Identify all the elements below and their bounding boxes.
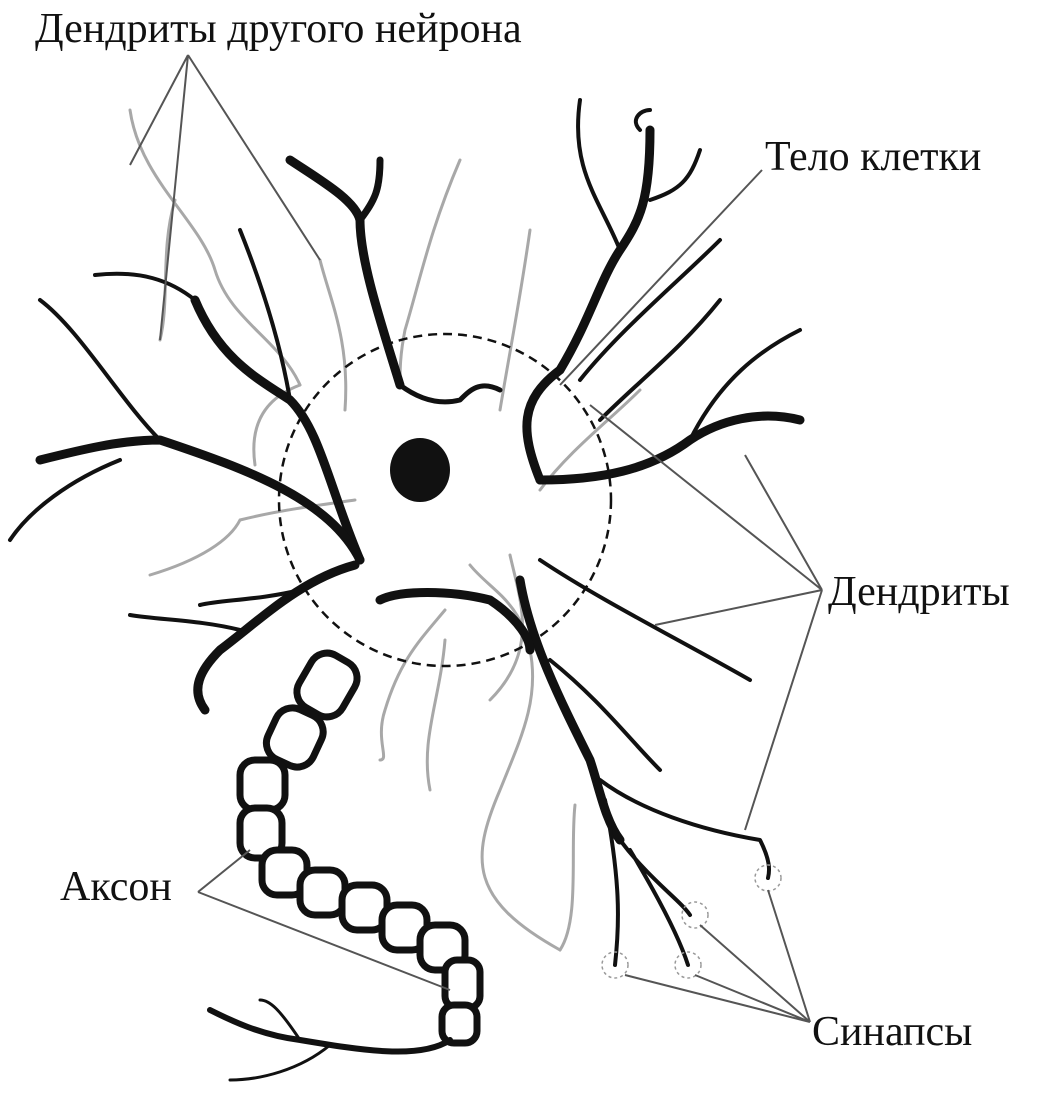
synapse-markers xyxy=(601,864,782,979)
label-other-dendrites: Дендриты другого нейрона xyxy=(35,6,522,52)
cell-body-outline xyxy=(277,332,613,668)
other-neuron-dendrites xyxy=(128,108,642,952)
axon xyxy=(207,649,484,1082)
neuron-dendrites xyxy=(8,98,805,967)
label-cell-body: Тело клетки xyxy=(765,134,981,180)
label-synapses: Синапсы xyxy=(812,1009,972,1055)
label-dendrites: Дендриты xyxy=(828,569,1010,615)
label-axon: Аксон xyxy=(60,864,172,910)
leader-lines xyxy=(129,54,823,1023)
nucleus xyxy=(390,438,450,502)
